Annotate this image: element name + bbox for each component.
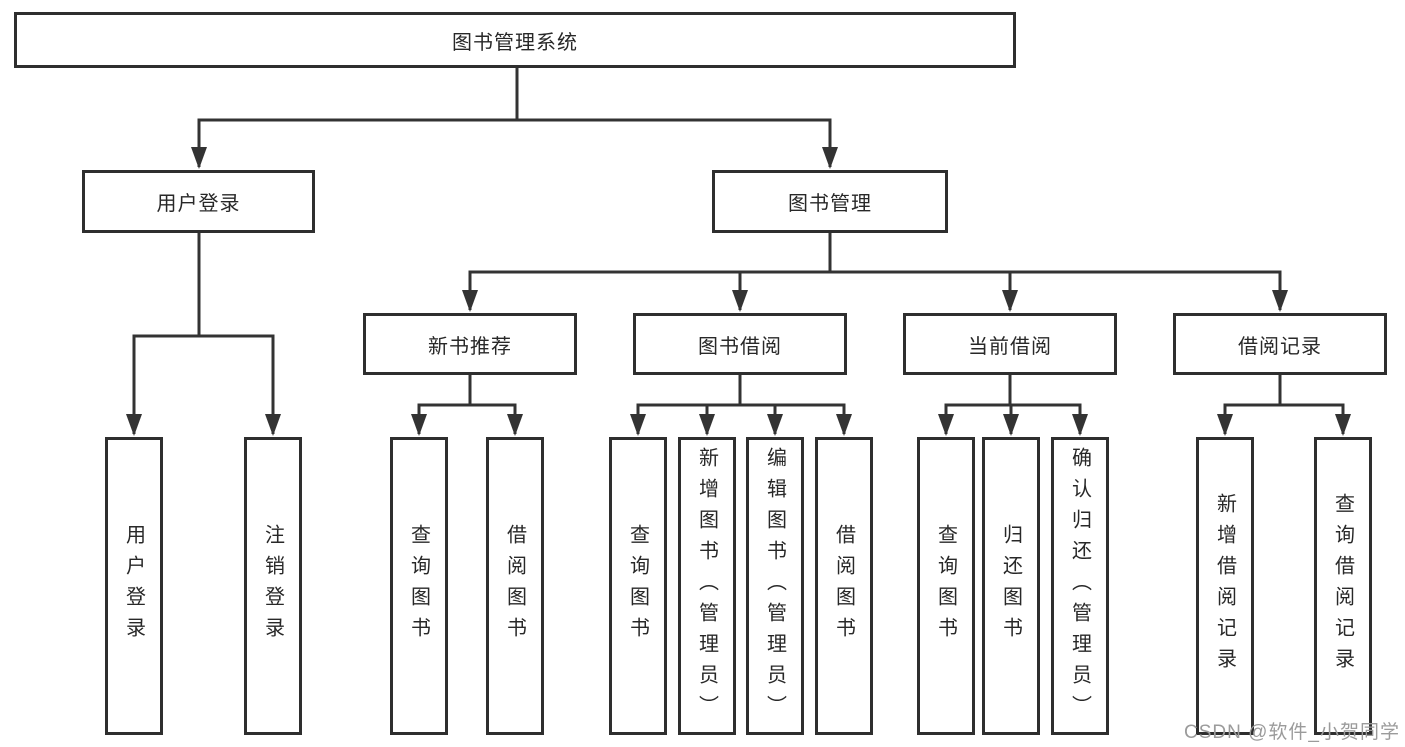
leaf-borrow-edit-book-admin: 编辑图书（管理员） xyxy=(746,437,804,735)
arrowhead-icon xyxy=(265,414,281,436)
arrowhead-icon xyxy=(1217,414,1233,436)
connector xyxy=(197,118,832,167)
leaf-current-return-book: 归还图书 xyxy=(982,437,1040,735)
node-book-management: 图书管理 xyxy=(712,170,948,233)
arrowhead-icon xyxy=(1002,290,1018,312)
arrowhead-icon xyxy=(699,414,715,436)
node-user-login: 用户登录 xyxy=(82,170,315,233)
leaf-logout: 注销登录 xyxy=(244,437,302,735)
connector xyxy=(468,270,1282,310)
leaf-recommend-query-book: 查询图书 xyxy=(390,437,448,735)
connector xyxy=(132,334,275,434)
arrowhead-icon xyxy=(191,147,207,169)
arrowhead-icon xyxy=(1072,414,1088,436)
arrowhead-icon xyxy=(822,147,838,169)
arrowhead-icon xyxy=(411,414,427,436)
leaf-borrow-query-book: 查询图书 xyxy=(609,437,667,735)
leaf-user-login: 用户登录 xyxy=(105,437,163,735)
leaf-current-query-book: 查询图书 xyxy=(917,437,975,735)
connector xyxy=(636,403,846,434)
arrowhead-icon xyxy=(767,414,783,436)
leaf-borrow-borrow-book: 借阅图书 xyxy=(815,437,873,735)
connector xyxy=(1223,403,1345,434)
node-book-borrow: 图书借阅 xyxy=(633,313,847,375)
leaf-recommend-borrow-book: 借阅图书 xyxy=(486,437,544,735)
node-borrow-records: 借阅记录 xyxy=(1173,313,1387,375)
arrowhead-icon xyxy=(1272,290,1288,312)
arrowhead-icon xyxy=(836,414,852,436)
csdn-watermark: CSDN @软件_小贺同学 xyxy=(1184,722,1400,743)
arrowhead-icon xyxy=(938,414,954,436)
node-library-management-system: 图书管理系统 xyxy=(14,12,1016,68)
node-new-book-recommend: 新书推荐 xyxy=(363,313,577,375)
leaf-records-add-record: 新增借阅记录 xyxy=(1196,437,1254,735)
node-current-borrow: 当前借阅 xyxy=(903,313,1117,375)
leaf-current-confirm-return-admin: 确认归还（管理员） xyxy=(1051,437,1109,735)
leaf-records-query-record: 查询借阅记录 xyxy=(1314,437,1372,735)
connector xyxy=(417,403,517,434)
arrowhead-icon xyxy=(126,414,142,436)
leaf-borrow-add-book-admin: 新增图书（管理员） xyxy=(678,437,736,735)
arrowhead-icon xyxy=(630,414,646,436)
arrowhead-icon xyxy=(507,414,523,436)
arrowhead-icon xyxy=(1335,414,1351,436)
arrowhead-icon xyxy=(732,290,748,312)
arrowhead-icon xyxy=(1003,414,1019,436)
arrowhead-icon xyxy=(462,290,478,312)
